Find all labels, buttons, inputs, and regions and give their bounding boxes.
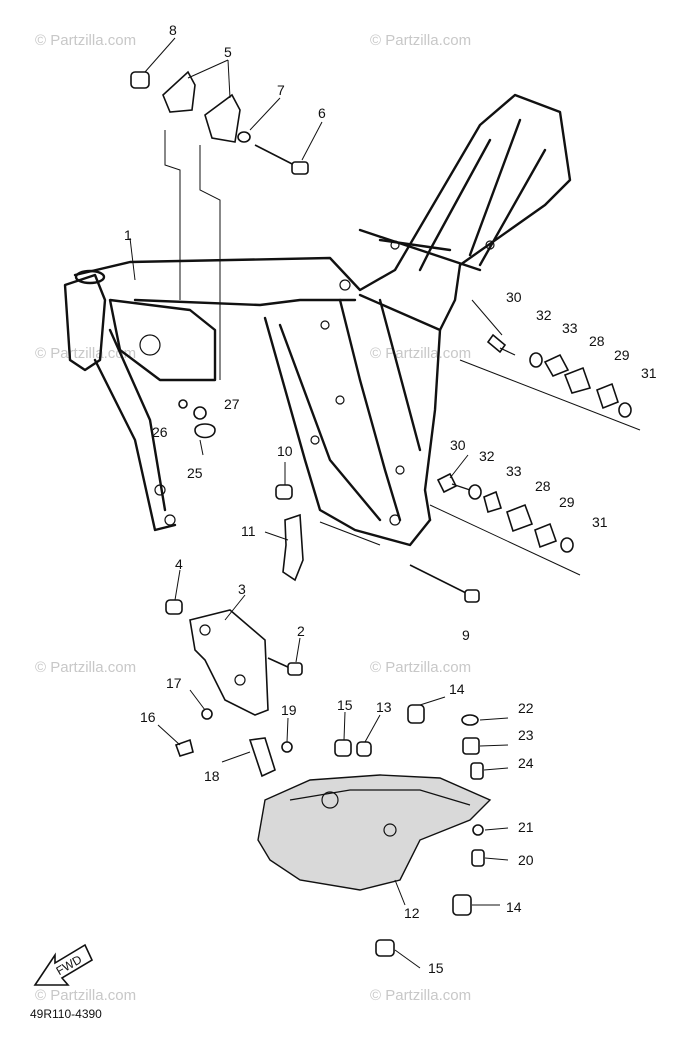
callout: 19 [281,702,297,718]
callout: 14 [449,681,465,697]
main-frame [63,93,572,547]
callout: 26 [152,424,168,440]
engine-plate-3 [165,599,303,778]
callout: 7 [277,82,285,98]
callout: 16 [140,709,156,725]
bracket-5b [204,93,241,143]
callout: 21 [518,819,534,835]
nut-8 [130,71,150,89]
callout: 9 [462,627,470,643]
callout: 14 [506,899,522,915]
leader-lines [129,37,509,969]
callout: 15 [428,960,444,976]
callout: 29 [559,494,575,510]
callout: 31 [592,514,608,530]
upper-mount-hardware [459,333,641,431]
top-brackets [130,70,309,175]
callout: 27 [224,396,240,412]
watermark: © Partzilla.com [370,32,471,49]
callout: 29 [614,347,630,363]
watermark: © Partzilla.com [35,32,136,49]
washer-7 [237,131,251,143]
callout: 25 [187,465,203,481]
callout: 8 [169,22,177,38]
callout: 17 [166,675,182,691]
center-parts [275,484,480,603]
lower-mount-hardware [429,472,581,576]
callout: 3 [238,581,246,597]
callout: 20 [518,852,534,868]
callout: 22 [518,700,534,716]
bracket-5a [162,70,196,113]
callout: 18 [204,768,220,784]
bolt-6-head [291,161,309,175]
callout: 33 [562,320,578,336]
callout-labels: 8 5 7 6 1 30 32 33 28 29 31 27 26 25 30 … [124,22,657,976]
clip-parts [178,399,216,439]
callout: 13 [376,699,392,715]
watermark: © Partzilla.com [370,987,471,1004]
callout: 30 [506,289,522,305]
part-code: 49R110-4390 [30,1007,102,1021]
callout: 15 [337,697,353,713]
watermark: © Partzilla.com [35,987,136,1004]
callout: 32 [536,307,552,323]
callout: 33 [506,463,522,479]
callout: 12 [404,905,420,921]
callout: 4 [175,556,183,572]
callout: 6 [318,105,326,121]
callout: 1 [124,227,132,243]
callout: 30 [450,437,466,453]
callout: 31 [641,365,657,381]
callout: 23 [518,727,534,743]
watermark: © Partzilla.com [35,659,136,676]
callout: 32 [479,448,495,464]
callout: 28 [535,478,551,494]
callout: 5 [224,44,232,60]
callout: 11 [241,523,256,539]
callout: 2 [297,623,305,639]
callout: 28 [589,333,605,349]
callout: 10 [277,443,293,459]
watermarks: © Partzilla.com © Partzilla.com © Partzi… [35,32,471,1004]
callout: 24 [518,755,534,771]
watermark: © Partzilla.com [370,345,471,362]
fwd-arrow: FWD [33,943,94,986]
skid-plate-12 [257,704,492,957]
watermark: © Partzilla.com [35,345,136,362]
watermark: © Partzilla.com [370,659,471,676]
